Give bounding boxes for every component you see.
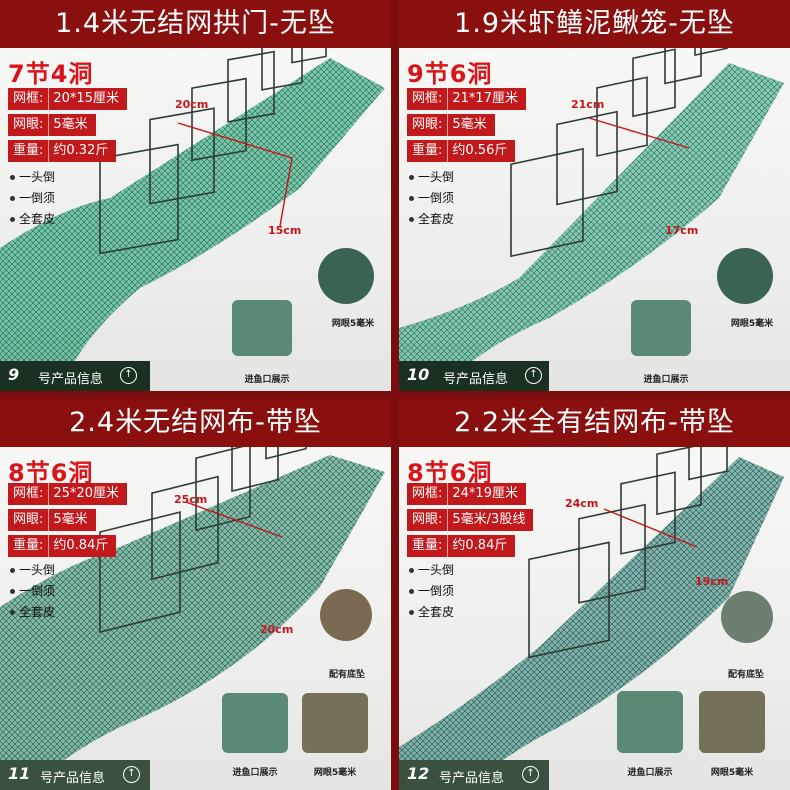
feature-item: 一倒须 [10, 582, 55, 599]
sections-holes: 9节6洞 [407, 60, 493, 88]
feature-item: 一倒须 [409, 189, 454, 206]
spec-weight: 重量:约0.84斤 [407, 535, 516, 557]
product-panel-11[interactable]: 2.4米无结网布-带坠 [0, 399, 391, 790]
product-panel-10[interactable]: 1.9米虾鳝泥鳅笼-无坠 [399, 0, 790, 391]
panel-body: 8节6洞 网框:25*20厘米 网眼:5毫米 重量:约0.84斤 一头倒 一倒须… [0, 447, 391, 790]
feature-item: 全套皮 [409, 210, 454, 227]
spec-mesh: 网眼:5毫米 [407, 114, 495, 136]
product-info-footer[interactable]: 9 号产品信息 ↑ [0, 361, 150, 391]
panel-title: 1.9米虾鳝泥鳅笼-无坠 [399, 0, 790, 48]
model-label: 号产品信息 [38, 372, 104, 387]
inset-caption: 进鱼口展示 [232, 768, 278, 778]
model-label: 号产品信息 [443, 372, 509, 387]
sections-holes: 7节4洞 [8, 60, 94, 88]
product-panel-9[interactable]: 1.4米无结网拱门-无坠 [0, 0, 391, 391]
model-number: 9 [8, 365, 20, 384]
feature-item: 一倒须 [409, 582, 454, 599]
dimension-top: 25cm [174, 493, 208, 506]
product-info-footer[interactable]: 12 号产品信息 ↑ [399, 760, 549, 790]
arrow-up-icon[interactable]: ↑ [123, 766, 140, 783]
model-label: 号产品信息 [439, 771, 505, 786]
panel-title: 1.4米无结网拱门-无坠 [0, 0, 391, 48]
inset-caption: 配有底坠 [328, 670, 365, 680]
feature-item: 全套皮 [10, 210, 55, 227]
dimension-side: 20cm [260, 623, 294, 636]
panel-body: 7节4洞 网框:20*15厘米 网眼:5毫米 重量:约0.32斤 一头倒 一倒须… [0, 48, 391, 391]
product-info-footer[interactable]: 11 号产品信息 ↑ [0, 760, 150, 790]
inset-caption: 网眼5毫米 [710, 768, 754, 778]
spec-mesh: 网眼:5毫米 [8, 509, 96, 531]
fish-trap-net-image [399, 48, 784, 391]
fish-trap-net-image [0, 447, 385, 790]
model-number: 12 [407, 764, 430, 783]
inset-caption: 进鱼口展示 [627, 768, 673, 778]
spec-weight: 重量:约0.84斤 [8, 535, 117, 557]
dimension-top: 24cm [565, 497, 599, 510]
inset-caption: 网眼5毫米 [313, 768, 357, 778]
feature-item: 一头倒 [10, 561, 55, 578]
fish-trap-net-image [399, 447, 784, 790]
panel-title: 2.2米全有结网布-带坠 [399, 399, 790, 447]
spec-frame: 网框:24*19厘米 [407, 483, 526, 505]
arrow-up-icon[interactable]: ↑ [522, 766, 539, 783]
inset-caption: 进鱼口展示 [244, 375, 290, 385]
spec-frame: 网框:20*15厘米 [8, 88, 127, 110]
panel-body: 8节6洞 网框:24*19厘米 网眼:5毫米/3股线 重量:约0.84斤 一头倒… [399, 447, 790, 790]
feature-item: 全套皮 [10, 603, 55, 620]
inset-caption: 进鱼口展示 [643, 375, 689, 385]
model-label: 号产品信息 [40, 771, 106, 786]
model-number: 11 [8, 764, 31, 783]
dimension-top: 20cm [175, 98, 209, 111]
panel-body: 9节6洞 网框:21*17厘米 网眼:5毫米 重量:约0.56斤 一头倒 一倒须… [399, 48, 790, 391]
inset-caption: 配有底坠 [727, 670, 764, 680]
sections-holes: 8节6洞 [407, 459, 493, 487]
dimension-top: 21cm [571, 98, 605, 111]
fish-trap-net-image [0, 48, 385, 391]
feature-item: 一头倒 [409, 561, 454, 578]
sections-holes: 8节6洞 [8, 459, 94, 487]
arrow-up-icon[interactable]: ↑ [525, 367, 542, 384]
spec-mesh: 网眼:5毫米 [8, 114, 96, 136]
feature-item: 一倒须 [10, 189, 55, 206]
spec-mesh: 网眼:5毫米/3股线 [407, 509, 534, 531]
spec-weight: 重量:约0.56斤 [407, 140, 516, 162]
spec-weight: 重量:约0.32斤 [8, 140, 117, 162]
dimension-side: 17cm [665, 224, 699, 237]
arrow-up-icon[interactable]: ↑ [120, 367, 137, 384]
feature-item: 全套皮 [409, 603, 454, 620]
model-number: 10 [407, 365, 430, 384]
product-panel-12[interactable]: 2.2米全有结网布-带坠 [399, 399, 790, 790]
spec-frame: 网框:25*20厘米 [8, 483, 127, 505]
dimension-side: 19cm [695, 575, 729, 588]
panel-title: 2.4米无结网布-带坠 [0, 399, 391, 447]
inset-caption: 网眼5毫米 [331, 319, 375, 329]
spec-frame: 网框:21*17厘米 [407, 88, 526, 110]
feature-item: 一头倒 [10, 168, 55, 185]
dimension-side: 15cm [268, 224, 302, 237]
feature-item: 一头倒 [409, 168, 454, 185]
inset-caption: 网眼5毫米 [730, 319, 774, 329]
product-info-footer[interactable]: 10 号产品信息 ↑ [399, 361, 549, 391]
